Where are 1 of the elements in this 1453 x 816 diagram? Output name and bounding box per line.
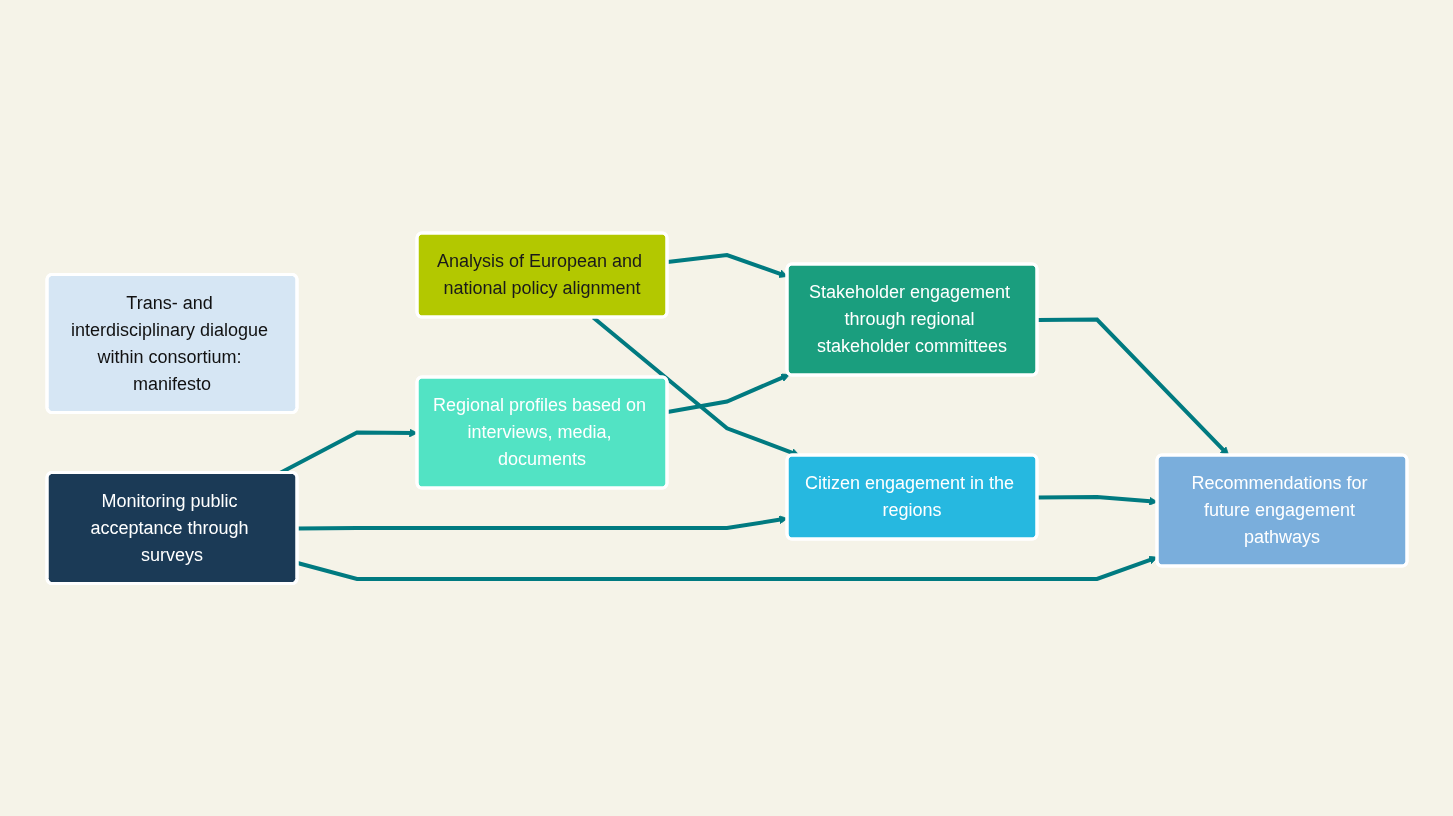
arrow xyxy=(666,373,790,414)
